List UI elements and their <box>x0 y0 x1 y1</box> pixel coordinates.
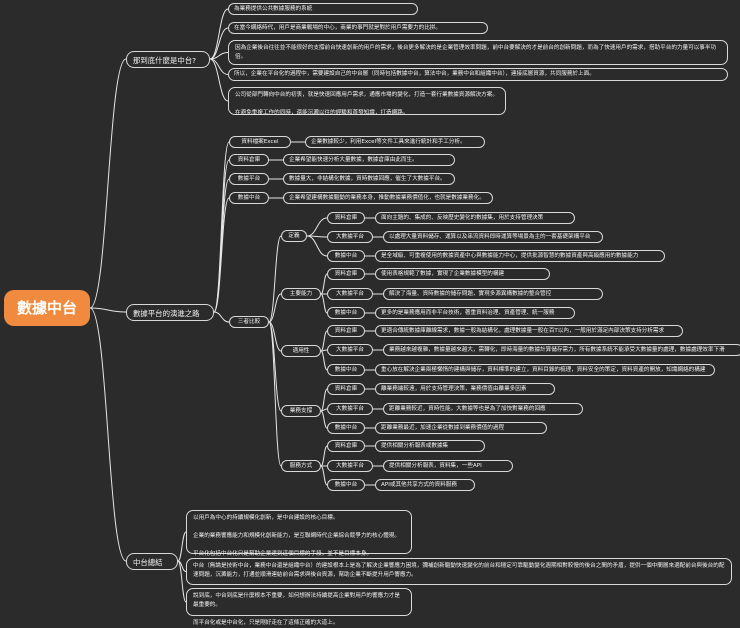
g2-item-2-label[interactable]: 大數據平台 <box>327 288 373 300</box>
link-g2-item-1 <box>320 273 328 295</box>
g4-item-3-desc[interactable]: 距離業務最近，加速企業從數據到業務價值的過程 <box>375 422 547 434</box>
link-b1-leaf-1 <box>209 8 229 60</box>
link-g2-item-3 <box>320 293 328 314</box>
link-compare-group-1 <box>268 235 282 323</box>
link-g4-item-1 <box>320 388 328 412</box>
compare-group-1-label[interactable]: 定義 <box>281 230 307 242</box>
link-g1-item-1 <box>306 217 328 237</box>
link-root-b2 <box>89 307 127 313</box>
stage-1-label[interactable]: 資料檔案Excel <box>229 136 291 148</box>
g5-item-3-desc[interactable]: API或其他共享方式的資料服務 <box>375 479 475 491</box>
topic-what-is-middle-platform[interactable]: 那到底什麼是中台? <box>126 51 210 68</box>
g2-item-2-desc[interactable]: 解決了海量、資時數據的儲存問題，實現多源異構數據的整合管控 <box>383 288 603 300</box>
link-root-b3 <box>89 307 127 562</box>
g1-item-3-label[interactable]: 數據中台 <box>327 250 365 262</box>
g2-item-1-label[interactable]: 資料倉庫 <box>327 268 365 280</box>
g2-item-1-desc[interactable]: 使用表格規範了數據，實現了企業數據模型的構建 <box>375 268 550 280</box>
link-g5-item-3 <box>320 465 328 486</box>
g1-item-1-desc[interactable]: 面向主題的、集成的、反映歷史變化的數據集，用於支持管理決策 <box>375 212 575 224</box>
g1-item-3-desc[interactable]: 是全域級、可重複使用的數據資產中心與數據能力中心，提供批源智慧的數據資產與高級應… <box>375 250 665 262</box>
compare-group-5-label[interactable]: 服務方式 <box>281 460 321 472</box>
g2-item-3-label[interactable]: 數據中台 <box>327 307 365 319</box>
link-b3-leaf-3 <box>177 560 187 603</box>
g5-item-2-label[interactable]: 大數據平台 <box>327 460 373 472</box>
link-compare-group-5 <box>268 321 282 467</box>
root-topic[interactable]: 數據中台 <box>4 290 90 326</box>
g1-item-1-label[interactable]: 資料倉庫 <box>327 212 365 224</box>
link-b1-leaf-4 <box>209 58 229 75</box>
stage-1-desc[interactable]: 企業數據較少，利用Excel等文件工具來進行統計和手工分析。 <box>305 136 485 148</box>
link-b1-leaf-5 <box>209 58 229 102</box>
b1-leaf-1[interactable]: 為業務提供公共數據服務的系統 <box>228 3 418 15</box>
link-b2-compare <box>213 311 230 323</box>
g1-item-2-desc[interactable]: 以處理大量資料儲存、運算以及串流資料即時運算等場景為主的一套基礎架構平台 <box>383 231 603 243</box>
compare-group-2-label[interactable]: 主要能力 <box>281 288 321 300</box>
link-root-b1 <box>89 58 127 309</box>
link-g3-item-3 <box>320 350 328 371</box>
link-b1-leaf-2 <box>209 27 229 60</box>
b1-leaf-2[interactable]: 在當今網絡時代，用戶是商業戰場的中心，商業的事門就是對於用戶需要力的比拼。 <box>228 22 488 34</box>
link-g3-item-1 <box>320 330 328 352</box>
stage-2-desc[interactable]: 企業希望能快速分析大量數據，數據倉庫由此而生。 <box>283 154 455 166</box>
g3-item-2-desc[interactable]: 業務越來越複雜，數據量越來越大，需轉化，即時海量的數據計算儲存需力，所有數據系統… <box>383 344 740 356</box>
g1-item-2-label[interactable]: 大數據平台 <box>327 231 373 243</box>
compare-label[interactable]: 三者比較 <box>229 316 269 328</box>
g3-item-2-label[interactable]: 大數據平台 <box>327 344 373 356</box>
g5-item-1-label[interactable]: 資料倉庫 <box>327 440 365 452</box>
g3-item-1-desc[interactable]: 更適合傳統數據庫離線需求，數據一般為結構化，處理數據量一般在百T以內，一般用於滿… <box>375 325 683 337</box>
topic-evolution[interactable]: 數據平台的演進之路 <box>126 304 214 321</box>
b1-leaf-4[interactable]: 所以，企業在平台化的過程中，需要建設自己的中台層（同時包括數據中台，算法中台，業… <box>228 68 728 81</box>
stage-2-label[interactable]: 資料倉庫 <box>229 154 269 166</box>
g3-item-3-label[interactable]: 數據中台 <box>327 364 365 376</box>
b1-leaf-5[interactable]: 公司從部門轉向中台的初衷，就是快速回應用戶需求，通應市場的變化，打造一套行業數據… <box>228 87 506 116</box>
b3-leaf-2[interactable]: 中台（無論是技術中台，業務中台還是組織中台）的建設根本上是為了解決企業響應力困境… <box>186 558 732 585</box>
g4-item-3-label[interactable]: 數據中台 <box>327 422 365 434</box>
stage-3-desc[interactable]: 數據量大，非結構化數據，資時數據回應，催生了大數據平台。 <box>283 173 455 185</box>
compare-group-3-label[interactable]: 適用性 <box>281 345 321 357</box>
link-compare-group-2 <box>268 293 282 323</box>
g4-item-2-desc[interactable]: 距離業務較近，資時性能，大數據等也是為了加快對業務的回應 <box>383 403 583 415</box>
link-b2-stage-4 <box>213 197 230 313</box>
g4-item-2-label[interactable]: 大數據平台 <box>327 403 373 415</box>
g4-item-1-label[interactable]: 資料倉庫 <box>327 383 365 395</box>
stage-4-label[interactable]: 數據中台 <box>229 192 269 204</box>
b3-leaf-1[interactable]: 以用戶為中心的持續規模化創新，是中台建設的核心目標。企業的業務響應能力和規模化創… <box>186 510 412 557</box>
g5-item-1-desc[interactable]: 提供相關分析報表或數據集 <box>375 440 485 452</box>
g2-item-3-desc[interactable]: 更多的是業務應用而非平台技術，著重資料治理、資產管理、統一服務 <box>375 307 575 319</box>
link-b2-stage-3 <box>213 178 230 313</box>
compare-group-4-label[interactable]: 業務支撐 <box>281 405 321 417</box>
stage-3-label[interactable]: 數據平台 <box>229 173 269 185</box>
topic-summary[interactable]: 中台總結 <box>126 553 178 570</box>
link-b3-leaf-1 <box>177 531 187 562</box>
b1-leaf-3[interactable]: 因為企業後台往往並不能很好的支撐前台快速創新的用戶的需求，後台更多解決的是企業管… <box>228 40 728 65</box>
b3-leaf-3[interactable]: 說到底，中台到底是什麼根本不重要，如何想辦法持續提高企業對用戶的響應力才是最重要… <box>186 588 412 626</box>
g5-item-2-desc[interactable]: 提供相關分析報表，資料集，一些API <box>383 460 513 472</box>
link-g5-item-1 <box>320 445 328 467</box>
g3-item-1-label[interactable]: 資料倉庫 <box>327 325 365 337</box>
stage-4-desc[interactable]: 企業希望建構數據驅動的業務本身，推動數據業務價值化，也就是數據業務化。 <box>283 192 493 204</box>
g5-item-3-label[interactable]: 數據中台 <box>327 479 365 491</box>
g4-item-1-desc[interactable]: 離業務端較遠，用於支持管理決策，業務價值由離業多因素 <box>375 383 555 395</box>
link-g1-item-3 <box>306 235 328 257</box>
g3-item-3-desc[interactable]: 重心放在解決企業兩極懶惰的建構與儲存，資料標準的建立，資料目錄的梳理，資料安全的… <box>375 364 715 376</box>
link-g4-item-3 <box>320 410 328 429</box>
